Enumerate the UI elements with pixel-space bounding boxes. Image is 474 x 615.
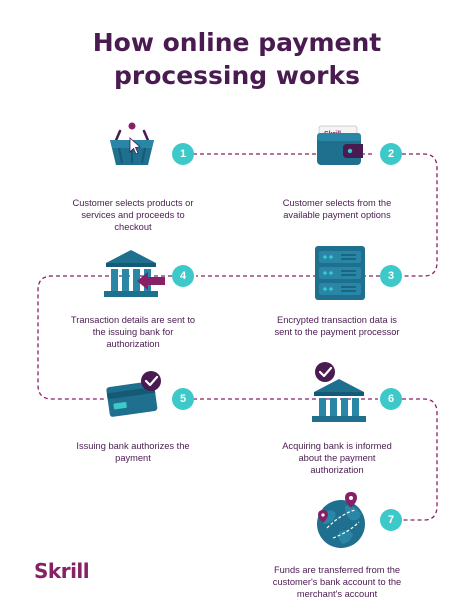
step-2-badge: 2	[380, 143, 402, 165]
step-7-badge: 7	[380, 509, 402, 531]
card-approved-icon	[106, 371, 161, 417]
page-title-line-1: How online payment	[92, 28, 382, 57]
step-3-badge: 3	[380, 265, 402, 287]
bank-incoming-icon	[104, 250, 165, 297]
page-title-line-2: processing works	[113, 61, 360, 90]
step-5-description: Issuing bank authorizes the payment	[76, 441, 190, 463]
skrill-logo: Skrill	[34, 559, 90, 583]
connector-4-5	[37, 275, 172, 400]
server-icon	[315, 246, 365, 300]
step-4-badge: 4	[172, 265, 194, 287]
bank-approved-icon	[312, 362, 366, 422]
step-7-description: Funds are transferred from the customer'…	[272, 565, 402, 599]
step-6-badge: 6	[380, 388, 402, 410]
globe-transfer-icon	[317, 492, 365, 548]
shopping-basket-icon	[110, 122, 154, 165]
step-3-description: Encrypted transaction data is sent to th…	[274, 315, 400, 337]
step-2-description: Customer selects from the available paym…	[282, 198, 392, 220]
step-6-description: Acquiring bank is informed about the pay…	[282, 441, 392, 475]
step-1-badge: 1	[172, 143, 194, 165]
step-1-description: Customer selects products or services an…	[72, 198, 194, 232]
step-5-badge: 5	[172, 388, 194, 410]
step-4-description: Transaction details are sent to the issu…	[70, 315, 196, 349]
wallet-icon: Skrill	[317, 125, 363, 165]
connector-2-3	[402, 153, 438, 277]
page-title: How online payment processing works	[0, 26, 474, 92]
